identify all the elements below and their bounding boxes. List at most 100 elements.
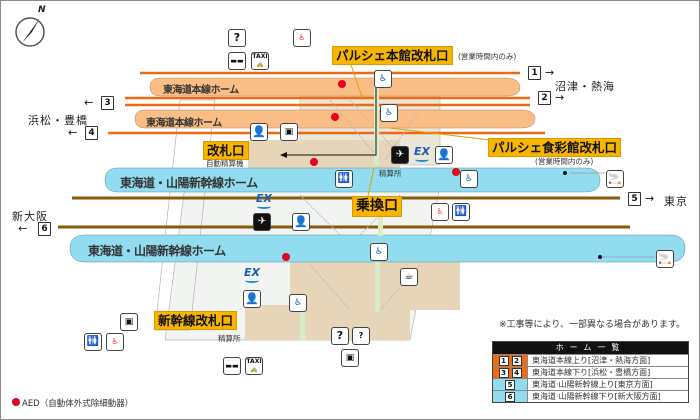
restroom-icon-3[interactable]: 🚻	[84, 333, 102, 351]
ex-icon-3[interactable]: EX	[243, 267, 261, 285]
track-5-number: 5	[628, 192, 641, 206]
multipurpose-restroom-icon-1[interactable]: ♿	[293, 29, 311, 47]
leader-parche-main	[349, 61, 364, 101]
stairs-4	[299, 194, 341, 236]
track-2-number: 2	[538, 91, 551, 105]
elevator-shaft-3	[300, 305, 305, 340]
legend-row-5-nums: 5	[493, 379, 527, 390]
legend-row-12-text: 東海道本線上り[沼津・熱海方面]	[527, 355, 688, 366]
lost-and-found-icon[interactable]: ?	[352, 327, 370, 345]
restroom-icon-1[interactable]: 🚻	[335, 170, 353, 188]
legend-num: 2	[511, 355, 522, 366]
staff-icon-3[interactable]: 👤	[292, 213, 310, 231]
taxi-icon[interactable]: TAXI🚕	[251, 52, 269, 70]
staff-icon-1[interactable]: 👤	[250, 123, 268, 141]
stairs-6	[309, 264, 351, 311]
track-3-arrow: ←	[84, 96, 94, 109]
track-5-arrow: →	[645, 192, 655, 205]
elevator-icon-4[interactable]: ♿	[370, 243, 388, 261]
legend-num: 6	[505, 391, 515, 402]
gate-main-label: 改札口	[203, 141, 249, 160]
gate-shinkansen-label: 新幹線改札口	[154, 311, 238, 330]
stairs-1	[329, 99, 381, 161]
legend-row-6: 6 東海道·山陽新幹線下り[新大阪方面]	[493, 390, 688, 402]
elevator-icon-1[interactable]: ♿	[374, 70, 392, 88]
ex-icon-2[interactable]: EX	[255, 193, 273, 211]
lounge-icon-1[interactable]: ✈	[391, 146, 409, 164]
track-1-number: 1	[528, 66, 541, 80]
staff-icon-4[interactable]: 👤	[243, 290, 261, 308]
smoking-area-6-marker	[598, 255, 602, 259]
legend-num: 3	[498, 367, 509, 378]
bus-icon[interactable]: ▬▬	[228, 52, 246, 70]
ticket-machine-icon-1[interactable]: ▣	[280, 123, 298, 141]
gate-transfer-label: 乗換口	[352, 196, 402, 217]
gate-parche-food-note: (営業時間内のみ)	[535, 157, 594, 166]
legend-row-5: 5 東海道·山陽新幹線上り[東京方面]	[493, 378, 688, 390]
elevator-icon-2[interactable]: ♿	[380, 104, 398, 122]
gate-main-note: 自動精算機	[206, 159, 244, 168]
information-icon-glyph: ?	[233, 31, 241, 44]
smoking-area-icon-2[interactable]: 🚬	[656, 250, 674, 268]
aed-marker	[310, 158, 318, 166]
legend-title: ホーム一覧	[493, 342, 688, 354]
aed-legend-marker	[12, 398, 20, 406]
gate-transfer-note: 精算所	[379, 169, 402, 178]
gate-parche-food-label: パルシェ食彩館改札口	[488, 138, 622, 157]
stairs-2	[349, 99, 396, 151]
aed-marker	[282, 253, 290, 261]
platform-34-label: 東海道本線ホーム	[146, 118, 222, 129]
ex-icon-1[interactable]: EX	[413, 146, 431, 164]
ex-icon-2-glyph: EX	[256, 193, 272, 205]
track-2-arrow: →	[555, 91, 565, 104]
platform-legend: ホーム一覧 1 2 東海道本線上り[沼津・熱海方面] 3 4 東海道本線下り[浜…	[492, 341, 689, 403]
legend-row-12: 1 2 東海道本線上り[沼津・熱海方面]	[493, 354, 688, 366]
ex-icon-3-glyph: EX	[244, 267, 260, 279]
staff-icon-2[interactable]: 👤	[435, 146, 453, 164]
legend-row-6-nums: 6	[493, 391, 527, 402]
gate-parche-main-note: (営業時間内のみ)	[458, 52, 517, 61]
information-icon[interactable]: ?	[228, 29, 246, 47]
multipurpose-restroom-icon-3[interactable]: ♿	[106, 333, 124, 351]
taxi-icon-2-glyph: TAXI	[246, 358, 262, 365]
ticket-machine-icon-3[interactable]: ▣	[120, 313, 138, 331]
construction-note: ※工事等により、一部異なる場合があります。	[499, 320, 686, 330]
legend-row-6-text: 東海道·山陽新幹線下り[新大阪方面]	[527, 391, 688, 402]
destination-east-conventional: 沼津・熱海	[555, 80, 615, 93]
platform-5-label: 東海道・山陽新幹線ホーム	[120, 176, 258, 190]
ticket-machine-icon-2[interactable]: ▣	[341, 349, 359, 367]
taxi-icon-glyph: TAXI	[252, 53, 268, 60]
taxi-icon-2[interactable]: TAXI🚕	[245, 357, 263, 375]
bus-icon-2[interactable]: ▬▬	[223, 357, 241, 375]
elevator-icon-5[interactable]: ♿	[289, 294, 307, 312]
smoking-area-icon-1[interactable]: 🚬	[606, 170, 624, 188]
destination-east-shinkansen: 東京	[664, 195, 688, 208]
legend-row-34-text: 東海道本線下り[浜松・豊橋方面]	[527, 367, 688, 378]
stairs-3	[384, 109, 421, 161]
track-6-number: 6	[38, 222, 51, 236]
aed-legend-text: AED（自動体外式除細動器）	[22, 399, 134, 409]
elevator-icon-3[interactable]: ♿	[460, 170, 478, 188]
platform-6-label: 東海道・山陽新幹線ホーム	[88, 244, 226, 258]
track-4-arrow: ←	[68, 126, 78, 139]
aed-marker	[331, 113, 339, 121]
cafe-icon[interactable]: ☕	[400, 268, 418, 286]
lounge-icon-2[interactable]: ✈	[253, 213, 271, 231]
information-icon-2[interactable]: ?	[331, 327, 349, 345]
gate-shinkansen-note: 精算所	[218, 334, 241, 343]
aed-marker	[452, 168, 460, 176]
track-1-arrow: →	[545, 66, 555, 79]
shinkansen-gate-floor	[245, 305, 410, 340]
platform-12-shape	[149, 77, 521, 97]
legend-num: 1	[498, 355, 509, 366]
leader-transfer	[367, 167, 375, 197]
multipurpose-restroom-icon-2[interactable]: ♿	[431, 203, 449, 221]
restroom-icon-2[interactable]: 🚻	[452, 203, 470, 221]
legend-row-12-nums: 1 2	[493, 355, 527, 366]
compass-label: N	[38, 5, 46, 15]
information-icon-2-glyph: ?	[336, 329, 344, 342]
legend-row-5-text: 東海道·山陽新幹線上り[東京方面]	[527, 379, 688, 390]
legend-row-34-nums: 3 4	[493, 367, 527, 378]
track-4-number: 4	[85, 126, 98, 140]
aed-marker	[338, 80, 346, 88]
